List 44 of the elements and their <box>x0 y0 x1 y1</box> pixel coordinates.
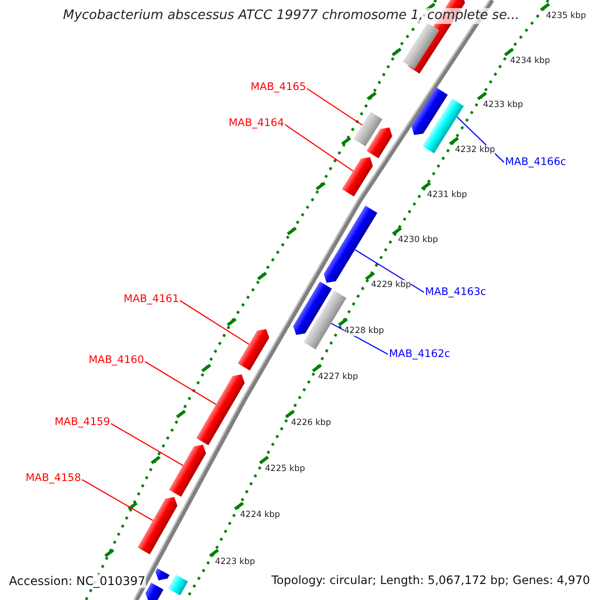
scale-label: 4231 kbp <box>427 190 468 200</box>
leader-line <box>354 249 424 293</box>
scale-label: 4234 kbp <box>510 56 550 66</box>
gene-feature <box>411 87 448 135</box>
gene-feature <box>155 568 170 580</box>
gene-feature <box>402 22 440 70</box>
gene-feature <box>138 497 178 554</box>
scale-label: 4229 kbp <box>371 280 412 290</box>
gene-feature <box>145 582 164 600</box>
scale-label: 4232 kbp <box>455 145 496 156</box>
gene-feature <box>342 157 373 197</box>
gene-label: MAB_4158 <box>26 472 81 485</box>
gene-feature <box>293 282 332 335</box>
scale-label: 4224 kbp <box>240 510 280 520</box>
scale-label: 4235 kbp <box>546 11 586 22</box>
leader-line <box>144 361 216 405</box>
scale-label: 4225 kbp <box>265 464 306 474</box>
info-text: Accession: NC_010397 <box>8 574 146 588</box>
scale-label: 4226 kbp <box>291 418 332 428</box>
scale-label: 4228 kbp <box>344 326 384 336</box>
leader-line <box>82 479 154 521</box>
leader-line <box>180 300 250 345</box>
gene-feature <box>196 374 245 446</box>
gene-label: MAB_4161 <box>124 293 179 306</box>
gene-label: MAB_4164 <box>228 117 284 130</box>
scale-label: 4227 kbp <box>318 372 358 382</box>
gene-label: MAB_4165 <box>250 81 306 94</box>
gene-label: MAB_4166c <box>505 156 566 169</box>
scale-label: 4233 kbp <box>483 100 524 110</box>
gene-feature <box>366 127 392 158</box>
gene-feature <box>168 444 206 497</box>
leader-line <box>110 423 184 466</box>
gene-label: MAB_4159 <box>54 416 110 429</box>
leader-line <box>306 88 362 126</box>
scale-label: 4223 kbp <box>215 557 256 568</box>
gene-feature <box>168 574 188 596</box>
info-text: Topology: circular; Length: 5,067,172 bp; Genes: 4,970 <box>270 574 591 588</box>
gene-label: MAB_4162c <box>389 348 450 361</box>
gene-feature <box>238 329 270 370</box>
gene-label: MAB_4160 <box>88 354 144 367</box>
gene-feature <box>354 112 382 146</box>
leader-line <box>284 124 354 172</box>
gene-label: MAB_4163c <box>425 286 486 299</box>
scale-label: 4230 kbp <box>398 235 438 246</box>
